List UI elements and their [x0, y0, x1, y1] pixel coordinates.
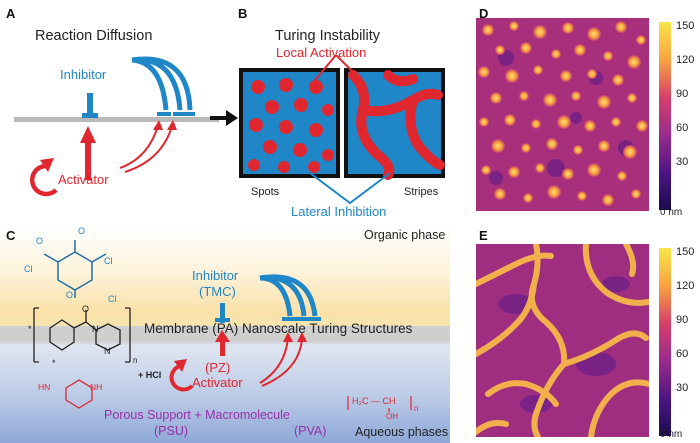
activator-label: Activator [58, 172, 109, 187]
turing-patterns-diagram [239, 55, 445, 205]
inhibitor-label: Inhibitor [60, 67, 107, 82]
colorbar-d [659, 22, 671, 210]
lateral-inhibition-label: Lateral Inhibition [291, 204, 387, 219]
pva-label: (PVA) [294, 424, 327, 438]
pa-star2: * [52, 358, 56, 368]
pa-o: O [82, 304, 90, 314]
spots-pattern [239, 68, 340, 178]
pva-formula: H₂C — CH [352, 396, 396, 406]
panel-label-b: B [238, 6, 248, 21]
tmc-cl2: Cl [24, 264, 33, 274]
tmc-o3: O [66, 290, 74, 300]
stripes-label: Stripes [404, 186, 439, 198]
panel-label-e: E [479, 228, 488, 243]
arrowhead [167, 120, 177, 130]
membrane-diagram [169, 274, 321, 392]
cb-e-tick: 0 nm [660, 429, 683, 440]
tmc-o2: O [36, 236, 44, 246]
tmc-cl1: Cl [104, 256, 113, 266]
pa-n-subscript: n [133, 356, 138, 365]
cb-d-tick: 30 [676, 156, 689, 168]
afm-spots-map [476, 18, 649, 211]
tmc-molecule-icon [43, 240, 107, 298]
panel-label-c: C [6, 228, 16, 243]
arrow-right-icon [210, 110, 238, 126]
pva-brackets [347, 396, 412, 412]
pva-n: n [414, 404, 419, 413]
support-label: Porous Support + Macromolecule [104, 408, 290, 422]
colorbar-e [659, 248, 671, 436]
membrane-line [14, 117, 219, 122]
pz-nh: NH [90, 382, 103, 392]
cb-e-tick: 60 [676, 348, 689, 360]
stripes-pattern [344, 68, 445, 180]
spots-label: Spots [251, 186, 280, 198]
pa-star1: * [28, 324, 32, 334]
cb-e-tick: 90 [676, 314, 689, 326]
reaction-diffusion-diagram [14, 56, 219, 197]
lateral-inhibition-connector [309, 172, 391, 205]
pa-n1: N [92, 324, 99, 334]
membrane-label: Membrane (PA) Nanoscale Turing Structure… [144, 321, 413, 336]
activator-arrow [80, 126, 96, 180]
tmc-o1: O [78, 226, 86, 236]
cb-d-tick: 60 [676, 122, 689, 134]
pva-oh: OH [386, 412, 398, 421]
pz-label: (PZ) [205, 360, 231, 375]
organic-phase-label: Organic phase [364, 228, 446, 242]
cb-e-tick: 120 [676, 280, 695, 292]
inhibitor-tbar [82, 93, 98, 118]
piperazine-molecule-icon [65, 379, 93, 409]
self-activation-loop [29, 163, 58, 197]
panel-b-title: Turing Instability [275, 28, 381, 44]
cb-d-tick: 120 [676, 54, 695, 66]
local-activation-connector [310, 55, 367, 86]
loop-arrowhead [40, 158, 54, 172]
cb-e-tick: 30 [676, 382, 689, 394]
local-activation-label: Local Activation [276, 45, 367, 60]
panel-label-d: D [479, 6, 489, 21]
arrowhead [153, 120, 163, 130]
panel-label-a: A [6, 6, 16, 21]
pz-hn: HN [38, 382, 51, 392]
polyamide-molecule-icon [33, 307, 131, 363]
hcl-label: + HCl [138, 370, 162, 380]
cb-e-tick: 150 [676, 246, 695, 258]
cb-d-tick: 150 [676, 20, 695, 32]
panel-a-title: Reaction Diffusion [35, 28, 153, 44]
psu-label: (PSU) [154, 424, 189, 438]
pa-n2: N [104, 346, 111, 356]
activator-to-inhibitor-arrows [119, 125, 173, 173]
tmc-cl3: Cl [108, 294, 117, 304]
pz-activator-label: Activator [192, 375, 243, 390]
tmc-abbr-label: (TMC) [199, 284, 236, 299]
cb-d-tick: 0 nm [660, 207, 683, 218]
cb-d-tick: 90 [676, 88, 689, 100]
aqueous-phases-label: Aqueous phases [355, 425, 449, 439]
afm-stripes-map [476, 244, 649, 437]
inhibition-arcs [131, 56, 195, 116]
tmc-inhibitor-label: Inhibitor [192, 268, 239, 283]
